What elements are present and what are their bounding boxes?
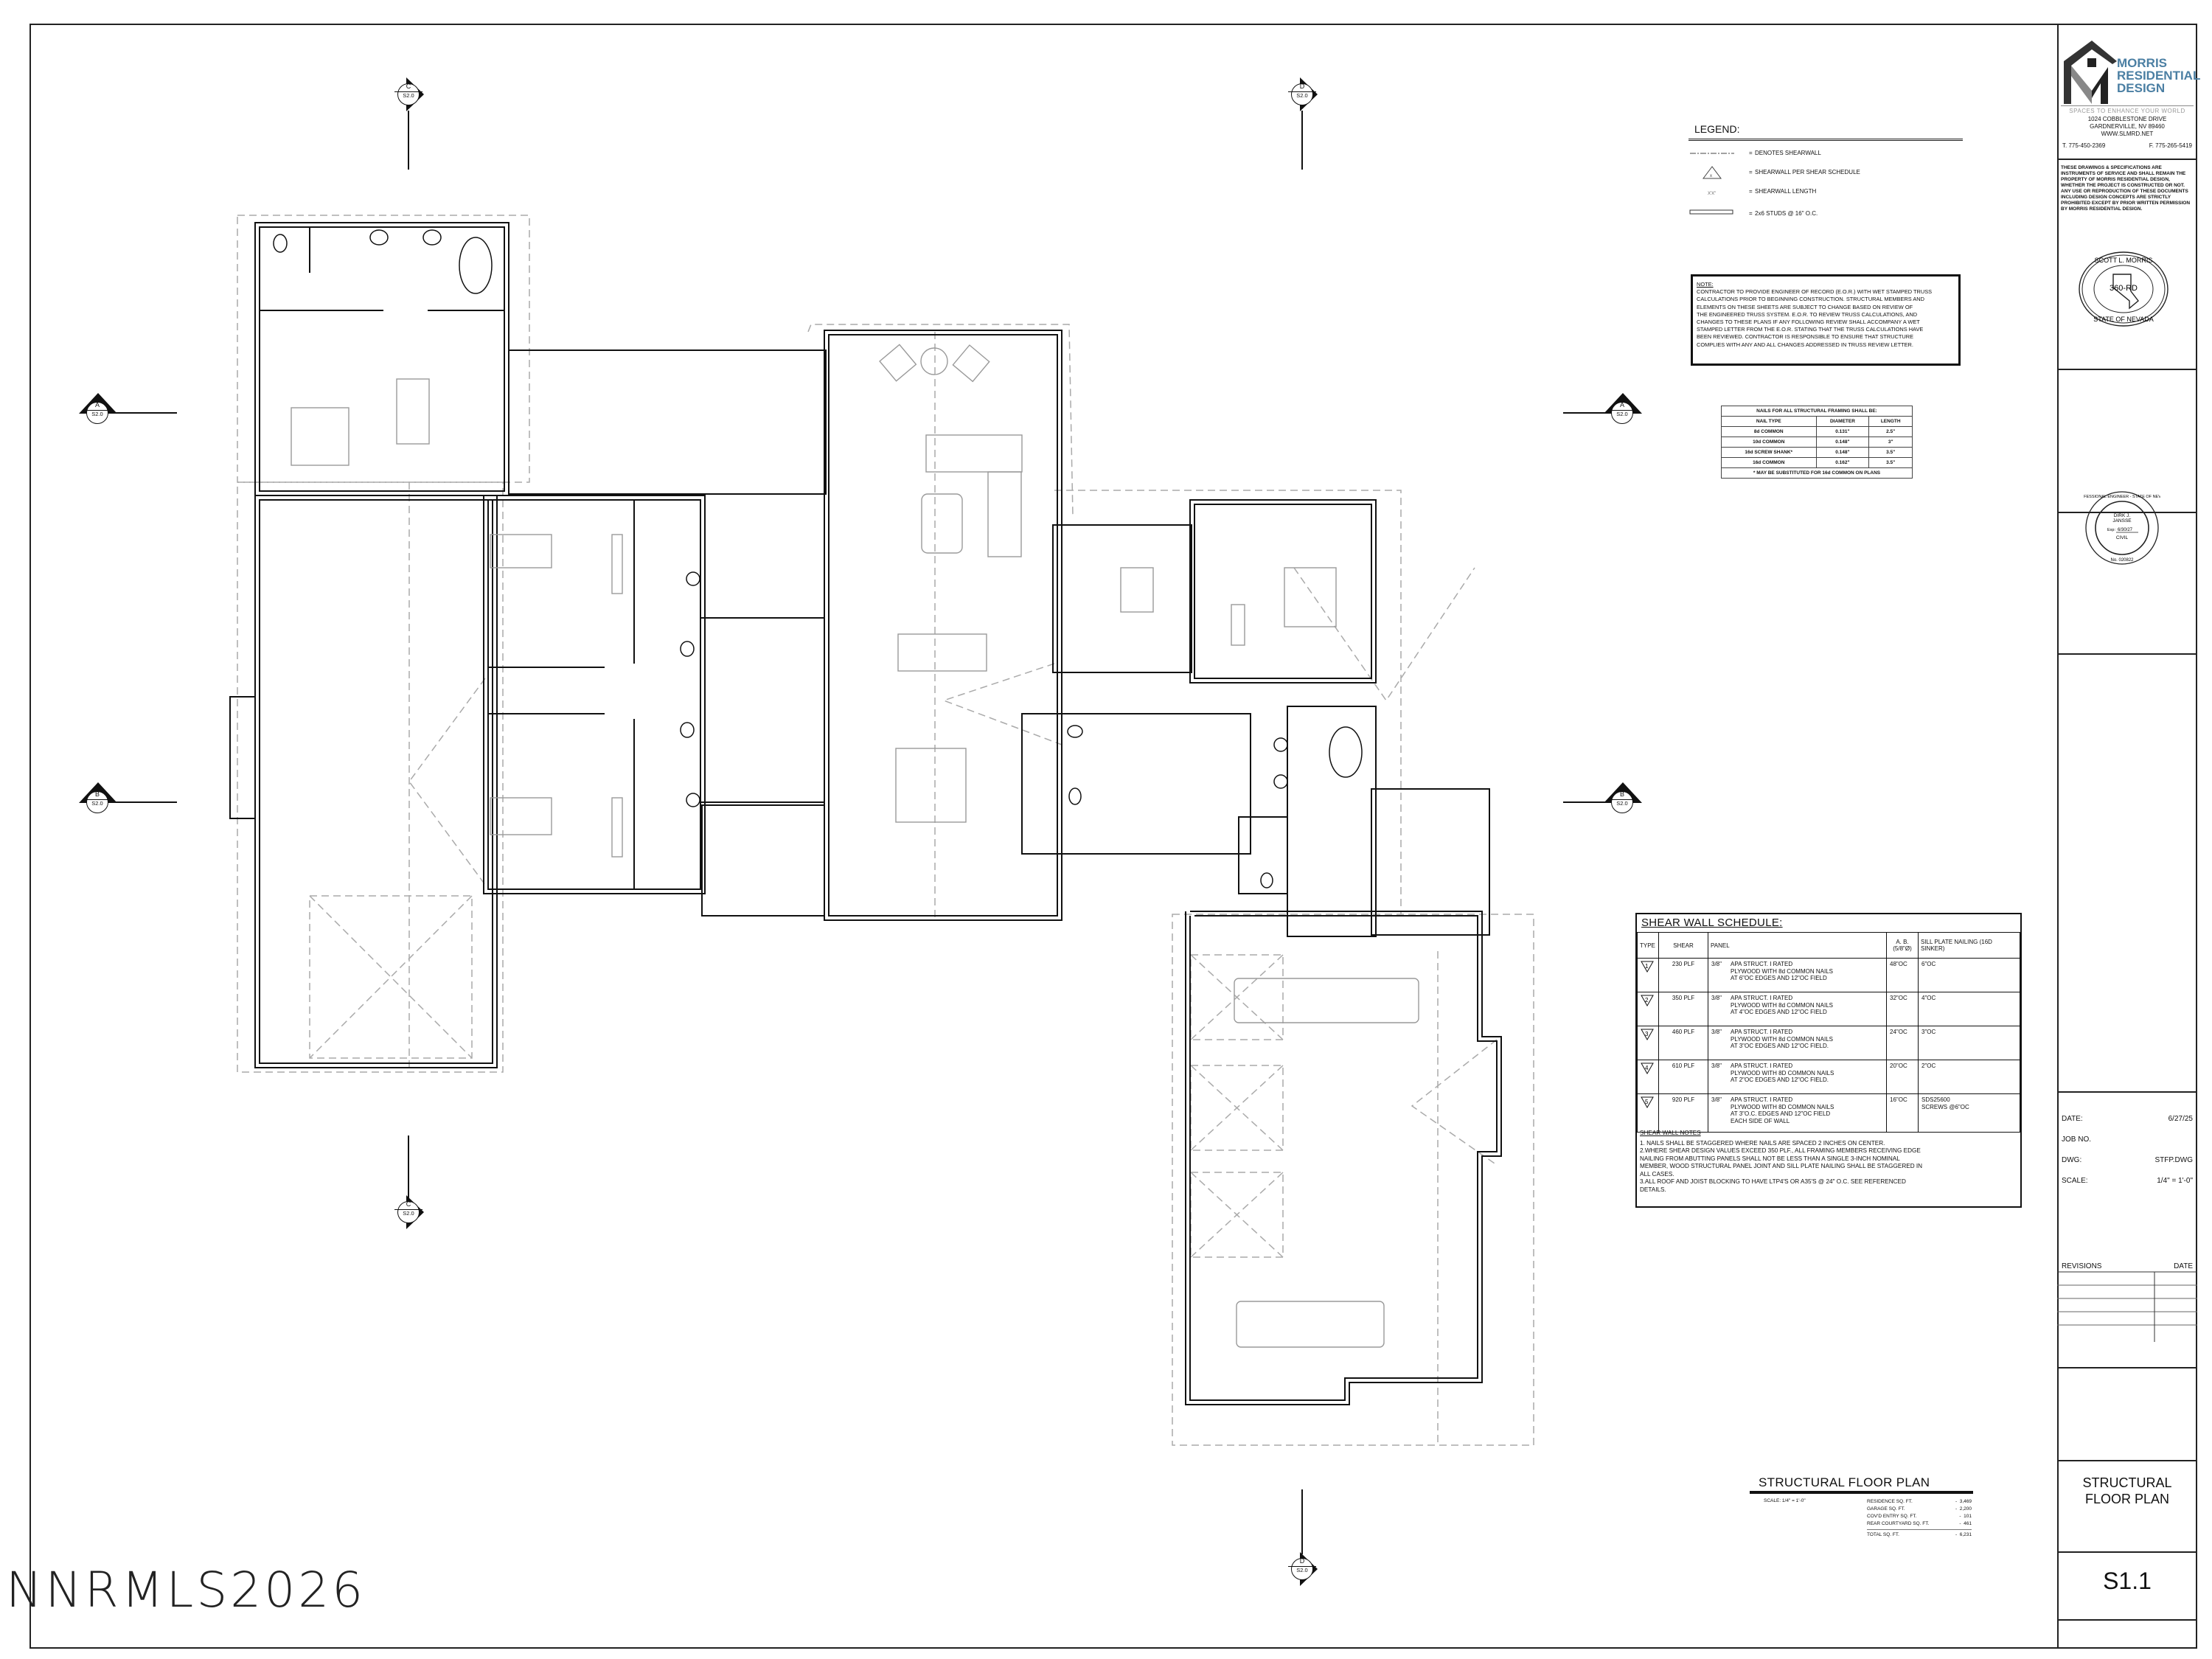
svg-text:360-RD: 360-RD — [2110, 284, 2138, 293]
svg-text:X'X": X'X" — [1708, 192, 1716, 196]
svg-text:DIRK J.: DIRK J. — [2114, 513, 2131, 518]
firm-tagline: SPACES TO ENHANCE YOUR WORLD — [2061, 105, 2194, 114]
shear-schedule-table: TYPE SHEAR PANEL A. B. (5/8"Ø) SILL PLAT… — [1637, 932, 2020, 1133]
legend-item-shearwall: DENOTES SHEARWALL — [1755, 150, 1821, 156]
drawing-scale: 1/4" = 1'-0" — [2157, 1176, 2193, 1185]
area-row: RESIDENCE SQ. FT.- 3,469 — [1867, 1499, 1972, 1504]
sheet-border — [29, 24, 2197, 1649]
svg-text:5: 5 — [1645, 1099, 1649, 1105]
floor-plan-drawing — [111, 111, 1611, 1554]
area-total: TOTAL SQ. FT.- 6,231 — [1867, 1529, 1972, 1539]
title-block-info: DATE:6/27/25 JOB NO. DWG:STFP.DWG SCALE:… — [2062, 1114, 2193, 1185]
legend-title: LEGEND: — [1694, 123, 1740, 135]
area-row: COV'D ENTRY SQ. FT.- 101 — [1867, 1514, 1972, 1519]
shear-wall-notes: SHEAR WALL NOTES 1. NAILS SHALL BE STAGG… — [1640, 1130, 1923, 1193]
sheet-number: S1.1 — [2103, 1568, 2152, 1594]
title-block-column — [2057, 24, 2197, 1649]
section-marker-b-right[interactable]: B S2.0 — [1604, 782, 1642, 816]
svg-text:1: 1 — [1645, 963, 1649, 970]
svg-text:STATE OF NEVADA: STATE OF NEVADA — [2093, 316, 2154, 323]
shearwall-type-icon: 2 — [1641, 995, 1654, 1006]
svg-text:6/30/27: 6/30/27 — [2118, 528, 2133, 532]
shearwall-type-icon: 4 — [1641, 1062, 1654, 1074]
dwg-file: STFP.DWG — [2154, 1155, 2193, 1164]
svg-text:Exp:: Exp: — [2107, 528, 2115, 532]
svg-text:SCOTT L. MORRIS: SCOTT L. MORRIS — [2095, 257, 2153, 264]
plan-scale: SCALE: 1/4" = 1'-0" — [1764, 1498, 1806, 1503]
drawing-date: 6/27/25 — [2168, 1114, 2193, 1123]
section-marker-c-bottom[interactable]: C S2.0 — [394, 1195, 424, 1229]
shearwall-type-icon: 1 — [1641, 961, 1654, 973]
svg-text:x: x — [1710, 174, 1712, 178]
area-summary: RESIDENCE SQ. FT.- 3,469 GARAGE SQ. FT.-… — [1867, 1498, 1972, 1539]
section-marker-d-top[interactable]: D S2.0 — [1288, 77, 1318, 111]
svg-text:JANSSE: JANSSE — [2112, 518, 2132, 524]
copyright-notice: THESE DRAWINGS & SPECIFICATIONS ARE INST… — [2061, 165, 2191, 212]
shear-wall-schedule: SHEAR WALL SCHEDULE: TYPE SHEAR PANEL A.… — [1635, 913, 2022, 1208]
revisions-header: REVISIONS DATE — [2062, 1262, 2193, 1270]
firm-phones: T. 775-450-2369 F. 775-265-5419 — [2062, 142, 2192, 149]
firm-phone: T. 775-450-2369 — [2062, 142, 2106, 149]
plan-title: STRUCTURAL FLOOR PLAN — [1759, 1475, 1930, 1489]
svg-text:No. 020822: No. 020822 — [2110, 558, 2134, 563]
firm-fax: F. 775-265-5419 — [2149, 142, 2192, 149]
truss-note: NOTE: CONTRACTOR TO PROVIDE ENGINEER OF … — [1691, 274, 1961, 366]
section-marker-a-right[interactable]: A S2.0 — [1604, 393, 1642, 427]
area-row: REAR COURTYARD SQ. FT.- 461 — [1867, 1521, 1972, 1526]
firm-logo-icon — [2064, 41, 2117, 104]
legend-rule — [1688, 139, 1963, 143]
legend-item-shear-schedule: SHEARWALL PER SHEAR SCHEDULE — [1755, 169, 1860, 175]
watermark: NNRMLS2026 — [6, 1562, 366, 1618]
shearwall-type-icon: 5 — [1641, 1096, 1654, 1108]
svg-text:CIVIL: CIVIL — [2116, 535, 2129, 540]
sheet-title: STRUCTURAL FLOOR PLAN — [2082, 1475, 2172, 1506]
legend-item-studs: 2x6 STUDS @ 16" O.C. — [1755, 210, 1818, 217]
table-row: 16d SCREW SHANK*0.148"3.5" — [1721, 447, 1913, 458]
svg-text:3: 3 — [1645, 1031, 1649, 1037]
firm-logo-block: MORRIS RESIDENTIAL DESIGN SPACES TO ENHA… — [2061, 33, 2200, 181]
svg-text:PROFESSIONAL ENGINEER - STATE: PROFESSIONAL ENGINEER - STATE OF NEVADA — [2084, 495, 2160, 499]
legend-item-shearwall-length: SHEARWALL LENGTH — [1755, 188, 1817, 195]
nails-table: NAILS FOR ALL STRUCTURAL FRAMING SHALL B… — [1721, 406, 1913, 479]
svg-text:4: 4 — [1645, 1065, 1649, 1071]
svg-text:2: 2 — [1645, 997, 1649, 1004]
area-row: GARAGE SQ. FT.- 2,200 — [1867, 1506, 1972, 1512]
legend-symbols: x X'X" — [1689, 153, 1734, 215]
section-marker-d-bottom[interactable]: D S2.0 — [1288, 1552, 1318, 1586]
shearwall-type-icon: 3 — [1641, 1029, 1654, 1040]
firm-name: MORRIS RESIDENTIAL DESIGN — [2117, 56, 2201, 95]
revisions-table — [2057, 1271, 2197, 1342]
designer-stamp: 360-RD SCOTT L. MORRIS STATE OF NEVADA — [2079, 251, 2168, 327]
firm-address: 1024 COBBLESTONE DRIVE GARDNERVILLE, NV … — [2087, 116, 2167, 137]
section-marker-c-top[interactable]: C S2.0 — [394, 77, 424, 111]
section-marker-b-left[interactable]: B S2.0 — [79, 782, 117, 816]
section-marker-a-left[interactable]: A S2.0 — [79, 393, 117, 427]
plan-title-rule — [1750, 1491, 1973, 1494]
engineer-stamp: DIRK J. JANSSE Exp: 6/30/27 CIVIL No. 02… — [2084, 491, 2160, 565]
